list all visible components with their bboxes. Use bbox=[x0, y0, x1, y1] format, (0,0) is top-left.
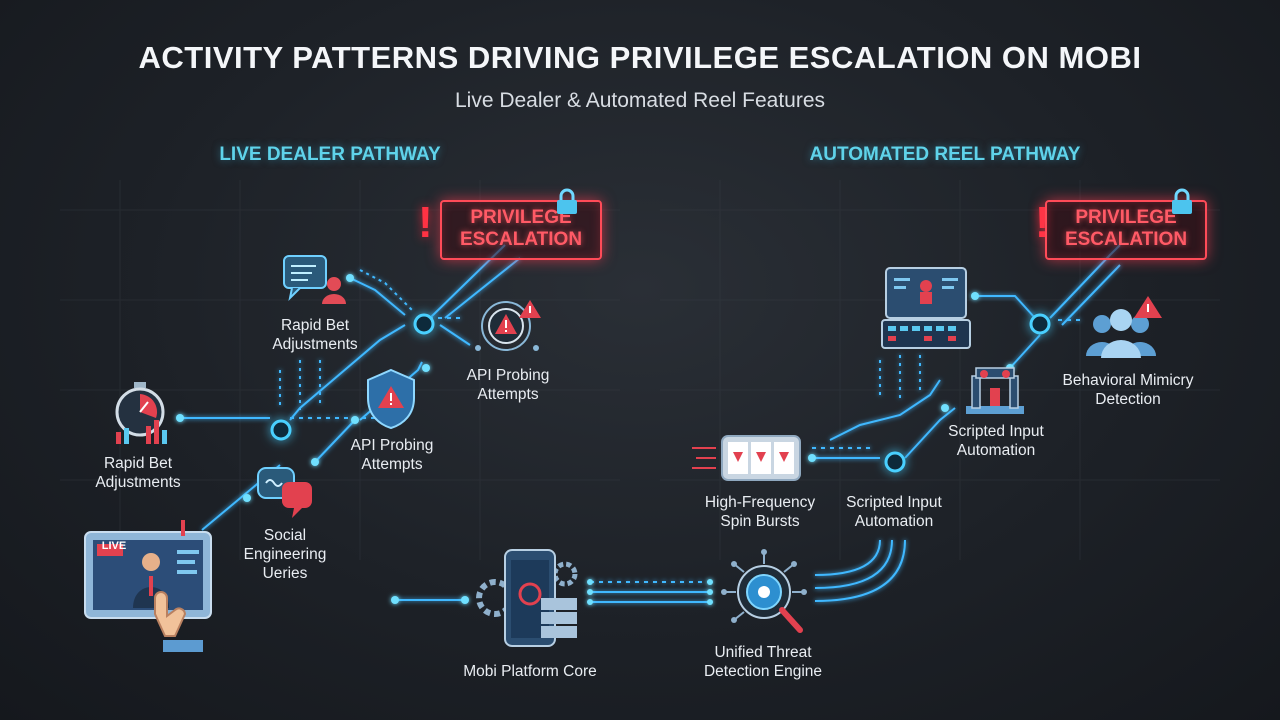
privilege-line2: ESCALATION bbox=[459, 229, 583, 250]
shield-warning-icon bbox=[367, 368, 415, 430]
automation-terminal-icon bbox=[881, 267, 971, 349]
behavioral-mimicry-label: Behavioral Mimicry Detection bbox=[1062, 372, 1194, 408]
slot-machine-icon bbox=[692, 435, 801, 481]
threat-engine-label: Unified Threat Detection Engine bbox=[703, 644, 823, 680]
chat-user-icon bbox=[283, 255, 346, 304]
page-title: ACTIVITY PATTERNS DRIVING PRIVILEGE ESCA… bbox=[138, 40, 1142, 75]
stopwatch-chart-icon bbox=[115, 382, 167, 444]
api-probing-attempts-label-right: API Probing Attempts bbox=[466, 367, 550, 403]
threat-detection-engine-icon bbox=[721, 549, 807, 633]
lock-icon bbox=[1172, 188, 1192, 214]
social-engineering-label: Social Engineering Ueries bbox=[243, 527, 327, 582]
lock-icon bbox=[557, 188, 577, 214]
user-group-warning-icon bbox=[1086, 296, 1162, 358]
platform-core-label: Mobi Platform Core bbox=[463, 663, 597, 680]
live-badge: LIVE bbox=[101, 540, 127, 552]
scripted-input-label-lower: Scripted Input Automation bbox=[846, 494, 942, 530]
social-chat-icon bbox=[257, 467, 312, 518]
privilege-line1: PRIVILEGE bbox=[1075, 207, 1177, 228]
rapid-bet-adjustments-label-top: Rapid Bet Adjustments bbox=[272, 317, 358, 353]
api-probing-attempts-label-mid: API Probing Attempts bbox=[350, 437, 434, 473]
page-subtitle: Live Dealer & Automated Reel Features bbox=[454, 89, 826, 112]
live-dealer-pathway-label: LIVE DEALER PATHWAY bbox=[219, 144, 441, 165]
automated-reel-pathway-label: AUTOMATED REEL PATHWAY bbox=[809, 144, 1081, 165]
api-warning-icon bbox=[475, 300, 541, 351]
privilege-line2: ESCALATION bbox=[1064, 229, 1188, 250]
privilege-line1: PRIVILEGE bbox=[470, 207, 572, 228]
warning-exclamation-icon: ! bbox=[418, 198, 433, 247]
privilege-escalation-box-right: PRIVILEGE ESCALATION bbox=[1045, 200, 1207, 260]
privilege-escalation-box-left: PRIVILEGE ESCALATION bbox=[440, 200, 602, 260]
robot-arm-icon bbox=[966, 367, 1024, 414]
platform-core-phone-icon bbox=[476, 549, 578, 647]
scripted-input-label-upper: Scripted Input Automation bbox=[948, 423, 1044, 459]
rapid-bet-adjustments-label-left: Rapid Bet Adjustments bbox=[95, 455, 181, 491]
high-frequency-spin-label: High-Frequency Spin Bursts bbox=[704, 494, 816, 530]
live-dealer-tablet-icon bbox=[84, 520, 212, 652]
